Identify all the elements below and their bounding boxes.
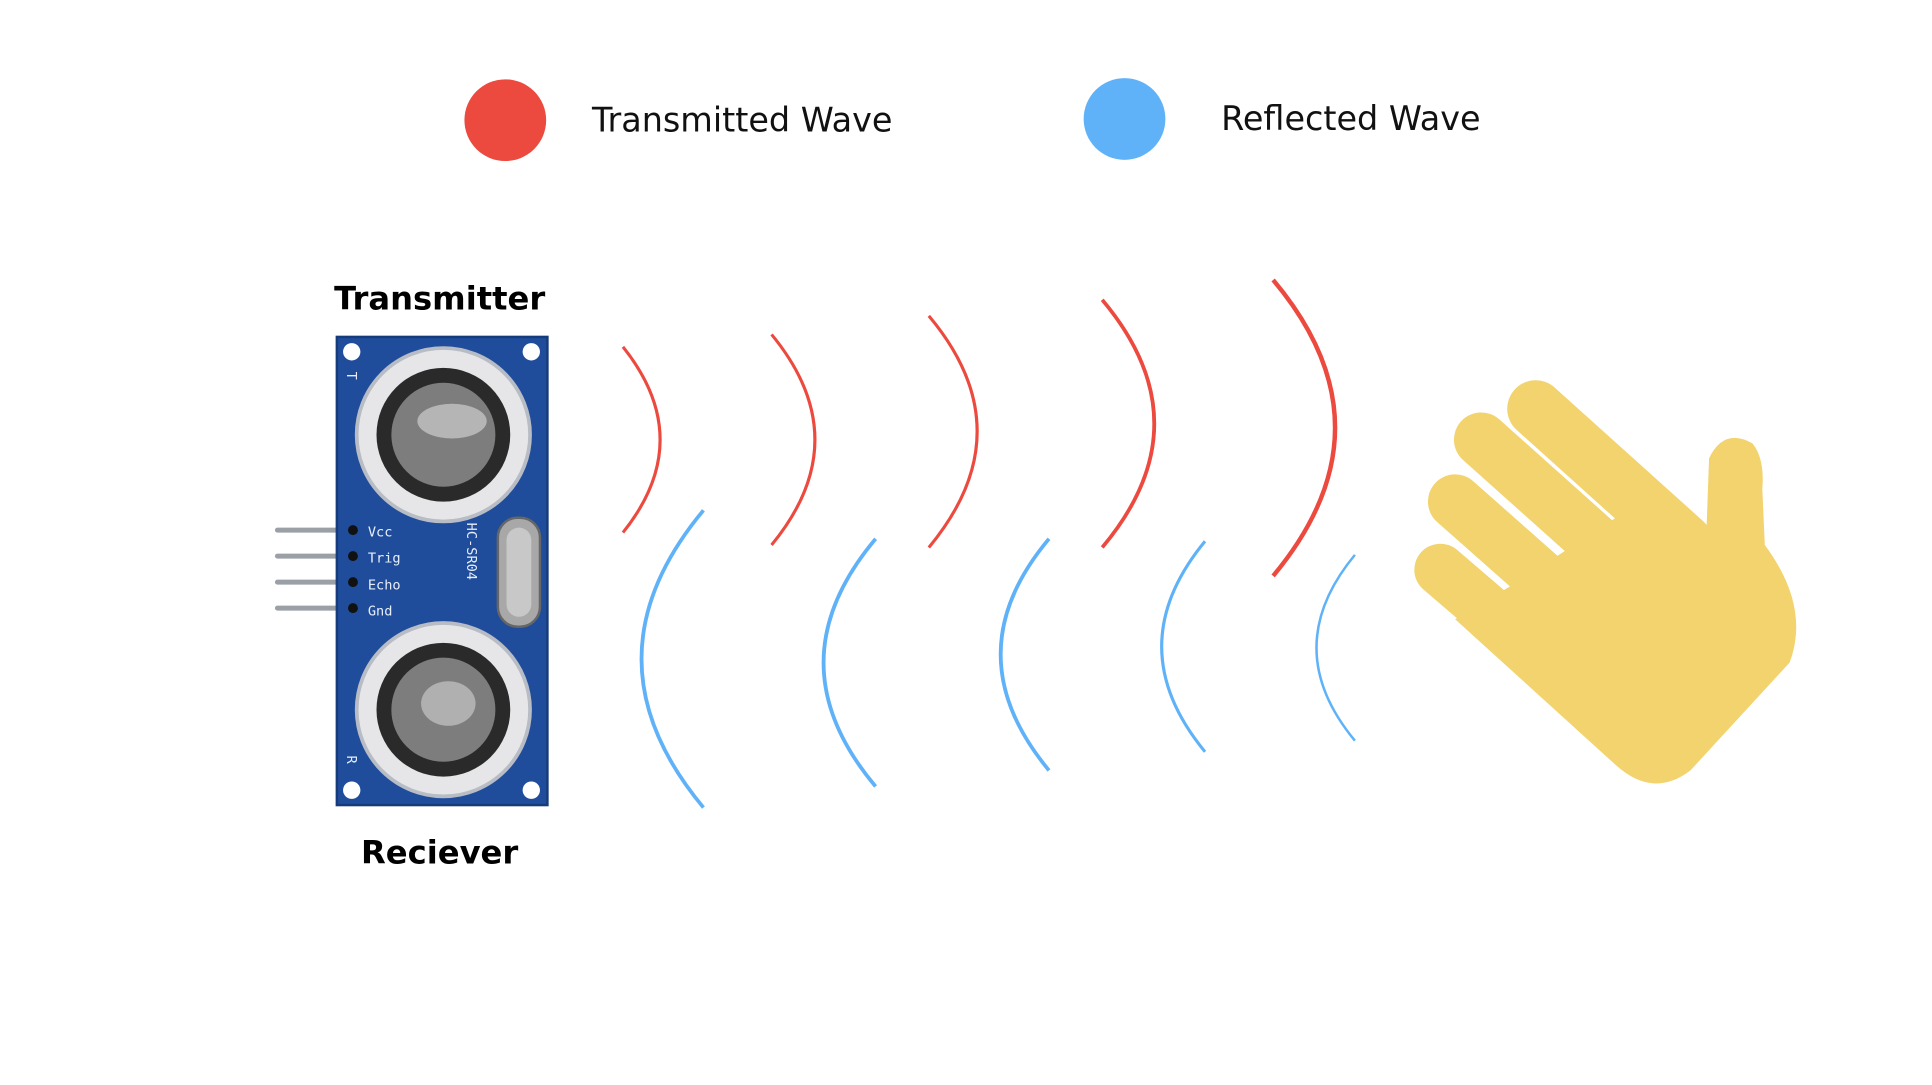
- transmitted-wave-arc: [770, 333, 817, 546]
- reflected-wave-arc: [998, 537, 1051, 772]
- pin-echo: Echo: [368, 578, 401, 594]
- transmitter-transducer: [354, 346, 532, 524]
- t-mark: T: [343, 372, 359, 380]
- pin-gnd: Gnd: [368, 604, 393, 620]
- reflected-wave-arc: [1160, 540, 1207, 753]
- reflected-wave-arc: [1315, 554, 1356, 742]
- reflected-wave-arc: [821, 537, 878, 788]
- transmitted-wave-arc: [1100, 298, 1157, 549]
- transmitted-waves: [621, 278, 1338, 578]
- legend-transmitted: Transmitted Wave: [464, 79, 893, 162]
- r-mark: R: [343, 756, 359, 765]
- reflected-wave-arc: [639, 509, 705, 809]
- transmitted-wave-arc: [1271, 278, 1338, 578]
- model-text: HC-SR04: [463, 523, 479, 580]
- reflected-swatch: [1083, 78, 1166, 160]
- hc-sr04-sensor: Vcc Trig Echo Gnd HC-SR04 T R: [274, 335, 549, 807]
- hand-icon: [1414, 380, 1797, 784]
- transmitted-label: Transmitted Wave: [591, 100, 893, 139]
- pin-trig: Trig: [368, 550, 401, 566]
- reflected-waves: [639, 509, 1356, 809]
- transmitted-wave-arc: [927, 314, 979, 549]
- reflected-label: Reflected Wave: [1221, 99, 1481, 138]
- transmitted-swatch: [464, 79, 547, 162]
- transmitted-wave-arc: [621, 345, 662, 534]
- legend-reflected: Reflected Wave: [1083, 78, 1481, 160]
- receiver-label: Reciever: [361, 833, 518, 871]
- pin-vcc: Vcc: [368, 524, 393, 540]
- transmitter-label: Transmitter: [334, 280, 545, 318]
- receiver-transducer: [354, 621, 532, 799]
